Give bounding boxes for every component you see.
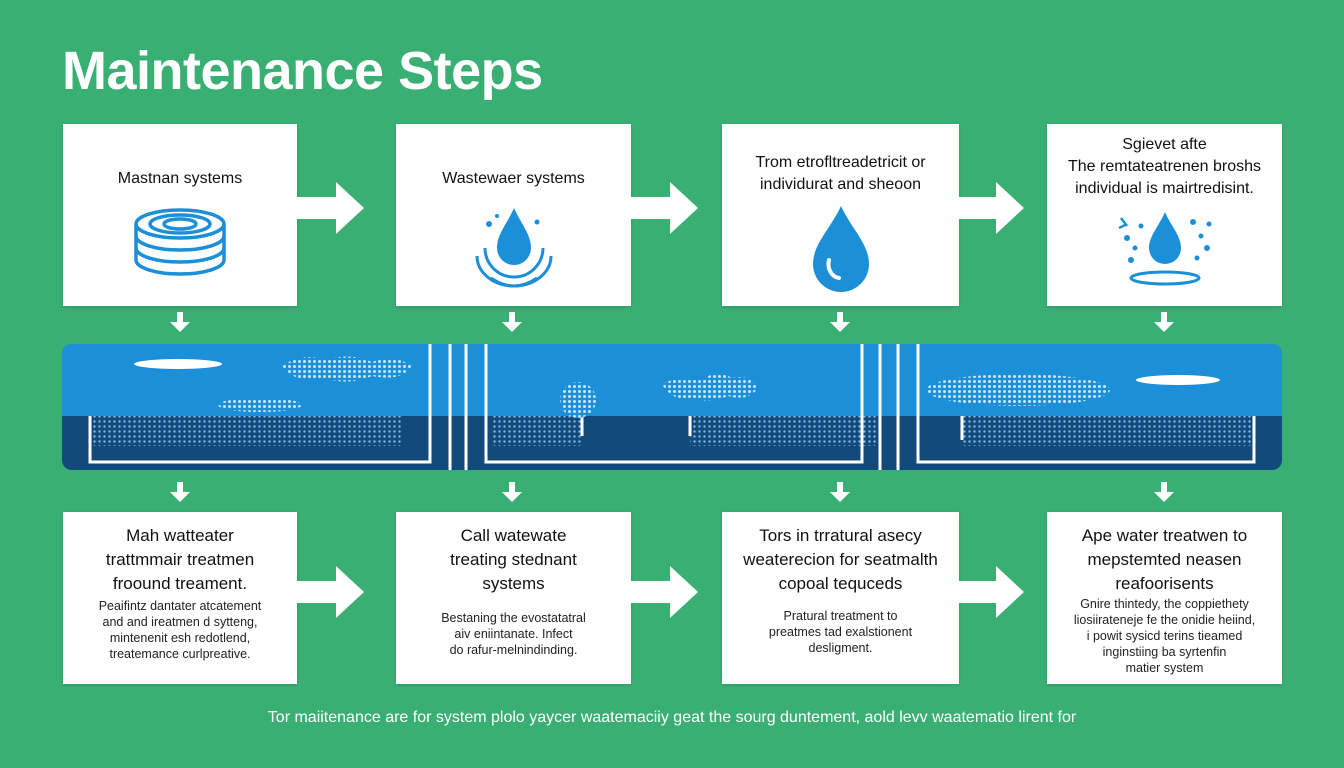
body-line: and and ireatmen d sytteng,	[102, 615, 258, 629]
body-line: Gnire thintedy, the coppiethety	[1080, 597, 1249, 611]
detail-card-2: Call watewate treating stednant systems …	[396, 512, 631, 684]
arrow-down-icon	[500, 310, 524, 339]
body-line: Bestaning the evostatatral	[441, 611, 586, 625]
arrow-right-icon	[950, 180, 1028, 241]
arrow-down-icon	[500, 480, 524, 509]
detail-card-4-body: Gnire thintedy, the coppiethety liosiira…	[1059, 596, 1270, 676]
body-line: treatemance curlpreative.	[109, 647, 251, 661]
step-card-2: Wastewaer systems	[396, 124, 631, 306]
step-card-3: Trom etrofltreadetricit or individurat a…	[722, 124, 959, 306]
arrow-right-icon	[950, 564, 1028, 625]
arrow-down-icon	[168, 480, 192, 509]
step-card-1-line: Mastnan systems	[117, 170, 243, 187]
body-line: matier system	[1125, 661, 1204, 675]
heading-line: Call watewate	[460, 526, 567, 545]
body-line: i powit sysicd terins tieamed	[1086, 629, 1243, 643]
water-drop-icon	[801, 202, 881, 303]
arrow-right-icon	[624, 180, 702, 241]
body-line: preatmes tad exalstionent	[768, 625, 913, 639]
step-card-4-label: Sgievet afte The remtateatrenen broshs i…	[1057, 134, 1272, 200]
step-card-3-label: Trom etrofltreadetricit or individurat a…	[732, 152, 949, 196]
step-card-4: Sgievet afte The remtateatrenen broshs i…	[1047, 124, 1282, 306]
step-card-1-label: Mastnan systems	[73, 168, 287, 190]
step-card-4-line-3: individual is mairtredisint.	[1075, 180, 1254, 197]
heading-line: mepstemted neasen	[1087, 550, 1242, 569]
body-line: inginstiing ba syrtenfin	[1102, 645, 1227, 659]
arrow-down-icon	[168, 310, 192, 339]
detail-card-4: Ape water treatwen to mepstemted neasen …	[1047, 512, 1282, 684]
heading-line: treating stednant	[450, 550, 577, 569]
step-card-1: Mastnan systems	[63, 124, 297, 306]
detail-card-4-heading: Ape water treatwen to mepstemted neasen …	[1055, 524, 1274, 596]
pipe-coil-icon	[130, 202, 230, 287]
body-line: desligment.	[808, 641, 873, 655]
step-card-2-line: Wastewaer systems	[442, 170, 585, 187]
drop-sprinkle-icon	[1105, 208, 1225, 293]
heading-line: Ape water treatwen to	[1081, 526, 1248, 545]
step-card-3-line-1: Trom etrofltreadetricit or	[755, 154, 926, 171]
heading-line: froound treament.	[112, 574, 248, 593]
heading-line: reafoorisents	[1115, 574, 1214, 593]
body-line: mintenenit esh redotlend,	[109, 631, 251, 645]
body-line: Pratural treatment to	[783, 609, 898, 623]
page-title: Maintenance Steps	[62, 41, 543, 101]
detail-card-1: Mah watteater trattmmair treatmen frooun…	[63, 512, 297, 684]
arrow-down-icon	[828, 480, 852, 509]
arrow-down-icon	[1152, 310, 1176, 339]
water-splash-icon	[469, 202, 559, 303]
arrow-down-icon	[828, 310, 852, 339]
body-line: liosiirateneje fe the onidie heiind,	[1073, 613, 1256, 627]
water-tank-band	[62, 344, 1282, 470]
footer-note: Tor maiitenance are for system plolo yay…	[267, 709, 1077, 726]
detail-card-3: Tors in trratural asecy weaterecion for …	[722, 512, 959, 684]
detail-card-1-heading: Mah watteater trattmmair treatmen frooun…	[71, 524, 289, 596]
detail-card-3-heading: Tors in trratural asecy weaterecion for …	[730, 524, 951, 596]
detail-card-1-body: Peaifintz dantater atcatement and and ir…	[75, 598, 285, 662]
step-card-4-line-1: Sgievet afte	[1122, 136, 1207, 153]
body-line: aiv eniintanate. Infect	[454, 627, 573, 641]
detail-card-3-body: Pratural treatment to preatmes tad exals…	[734, 608, 947, 656]
step-card-2-label: Wastewaer systems	[406, 168, 621, 190]
arrow-down-icon	[1152, 480, 1176, 509]
heading-line: Tors in trratural asecy	[759, 526, 922, 545]
arrow-right-icon	[290, 564, 368, 625]
arrow-right-icon	[290, 180, 368, 241]
step-card-3-line-2: individurat and sheoon	[759, 176, 921, 193]
heading-line: trattmmair treatmen	[105, 550, 255, 569]
heading-line: Mah watteater	[126, 526, 234, 545]
arrow-right-icon	[624, 564, 702, 625]
step-card-4-line-2: The remtateatrenen broshs	[1068, 158, 1261, 175]
body-line: Peaifintz dantater atcatement	[98, 599, 262, 613]
detail-card-2-heading: Call watewate treating stednant systems	[404, 524, 623, 596]
detail-card-2-body: Bestaning the evostatatral aiv eniintana…	[408, 610, 619, 658]
heading-line: systems	[482, 574, 545, 593]
heading-line: weaterecion for seatmalth	[743, 550, 938, 569]
body-line: do rafur-melnindinding.	[449, 643, 578, 657]
heading-line: copoal tequceds	[778, 574, 903, 593]
